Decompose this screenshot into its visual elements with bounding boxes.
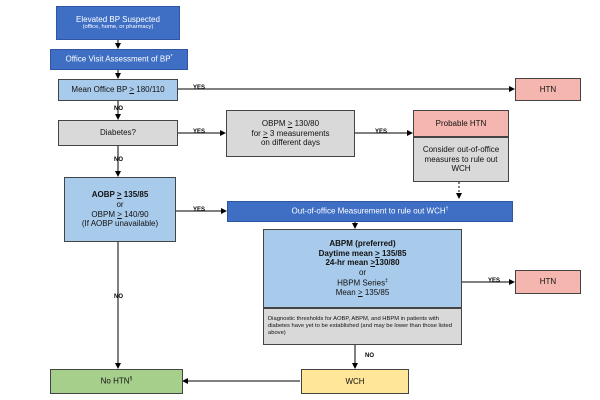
aobp-l1-ge: >: [116, 190, 122, 199]
abpm-note-box: Diagnostic thresholds for AOBP, ABPM, an…: [263, 308, 462, 345]
wch-box: WCH: [301, 369, 409, 394]
abpm-hbpm: HBPM Series: [337, 278, 386, 288]
aobp-l3-ge: >: [117, 209, 122, 219]
abpm-mean-ge: >: [357, 288, 363, 298]
no-htn-text: No HTN: [100, 376, 130, 386]
abpm-box: ABPM (preferred) Daytime mean > 135/85 2…: [263, 229, 462, 308]
abpm-24h-value: 130/80: [375, 258, 400, 268]
abpm-day-value: 135/85: [379, 248, 407, 258]
label-yes-diabetes: YES: [193, 129, 206, 135]
no-htn-box: No HTN§: [50, 369, 183, 394]
elevated-subtitle: (office, home, or pharmacy): [82, 24, 154, 31]
mean-office-prefix: Mean Office BP: [71, 85, 130, 95]
htn-right-text: HTN: [539, 277, 557, 287]
aobp-l3-value: 140/90: [121, 209, 149, 219]
probable-htn-body: Consider out-of-office measures to rule …: [422, 144, 500, 174]
aobp-l1-prefix: AOBP: [91, 190, 117, 199]
htn-right-box: HTN: [515, 270, 581, 294]
mean-office-bp-box: Mean Office BP > 180/110: [58, 79, 178, 101]
abpm-note: Diagnostic thresholds for AOBP, ABPM, an…: [268, 315, 453, 337]
obpm-l2-prefix: for: [251, 128, 264, 138]
obpm-l3: on different days: [260, 138, 320, 148]
htn-top-box: HTN: [515, 78, 581, 101]
elevated-bp-suspected-box: Elevated BP Suspected (office, home, or …: [56, 6, 180, 40]
abpm-hbpm-mark: ‡: [385, 277, 388, 284]
probable-htn-title: Probable HTN: [435, 118, 487, 128]
obpm-l1-value: 130/80: [292, 118, 320, 128]
office-visit-text: Office Visit Assessment of BP: [65, 54, 171, 64]
label-no-abpm: NO: [365, 353, 374, 359]
label-yes-abpm: YES: [488, 278, 501, 284]
label-yes-obpm: YES: [375, 129, 388, 135]
obpm-l1-prefix: OBPM: [261, 118, 288, 128]
no-htn-mark: §: [129, 376, 133, 383]
out-of-office-text: Out-of-office Measurement to rule out WC…: [291, 206, 446, 216]
aobp-or: or: [116, 199, 124, 209]
obpm-l1-ge: >: [287, 118, 293, 128]
office-visit-box: Office Visit Assessment of BP*: [50, 49, 188, 70]
abpm-24h-prefix: 24-hr mean: [325, 258, 371, 268]
abpm-or: or: [358, 268, 367, 278]
diabetes-box: Diabetes?: [58, 120, 178, 146]
abpm-24h-ge: >: [370, 258, 376, 268]
aobp-box: AOBP > 135/85 or OBPM > 140/90 (If AOBP …: [64, 177, 176, 242]
abpm-mean-prefix: Mean: [335, 288, 358, 298]
label-yes-aobp: YES: [193, 207, 206, 213]
obpm-l2-value: 3 measurements: [267, 128, 330, 138]
elevated-title: Elevated BP Suspected: [76, 14, 160, 24]
label-no-diabetes: NO: [114, 157, 123, 163]
abpm-title: ABPM (preferred): [329, 238, 396, 248]
htn-top-text: HTN: [539, 84, 557, 94]
diabetes-text: Diabetes?: [99, 128, 137, 138]
label-yes-mean: YES: [193, 85, 206, 91]
probable-htn-body-box: Consider out-of-office measures to rule …: [413, 137, 509, 182]
abpm-mean-value: 135/85: [362, 288, 390, 298]
wch-text: WCH: [345, 376, 365, 386]
label-no-mean: NO: [114, 106, 123, 112]
out-of-office-box: Out-of-office Measurement to rule out WC…: [227, 201, 513, 222]
obpm-l2-ge: >: [263, 128, 268, 138]
office-visit-mark: *: [170, 54, 173, 61]
obpm-box: OBPM > 130/80 for > 3 measurements on di…: [226, 110, 355, 157]
abpm-day-ge: >: [375, 248, 380, 258]
aobp-l4: (If AOBP unavailable): [81, 219, 159, 229]
label-no-aobp: NO: [114, 294, 123, 300]
probable-htn-title-box: Probable HTN: [413, 110, 509, 137]
aobp-l3-prefix: OBPM: [91, 209, 118, 219]
abpm-day-prefix: Daytime mean: [318, 248, 376, 258]
mean-office-value: 180/110: [134, 85, 165, 95]
mean-office-ge: >: [129, 85, 135, 95]
aobp-l1-value: 135/85: [121, 190, 149, 199]
out-of-office-mark: †: [445, 206, 449, 213]
